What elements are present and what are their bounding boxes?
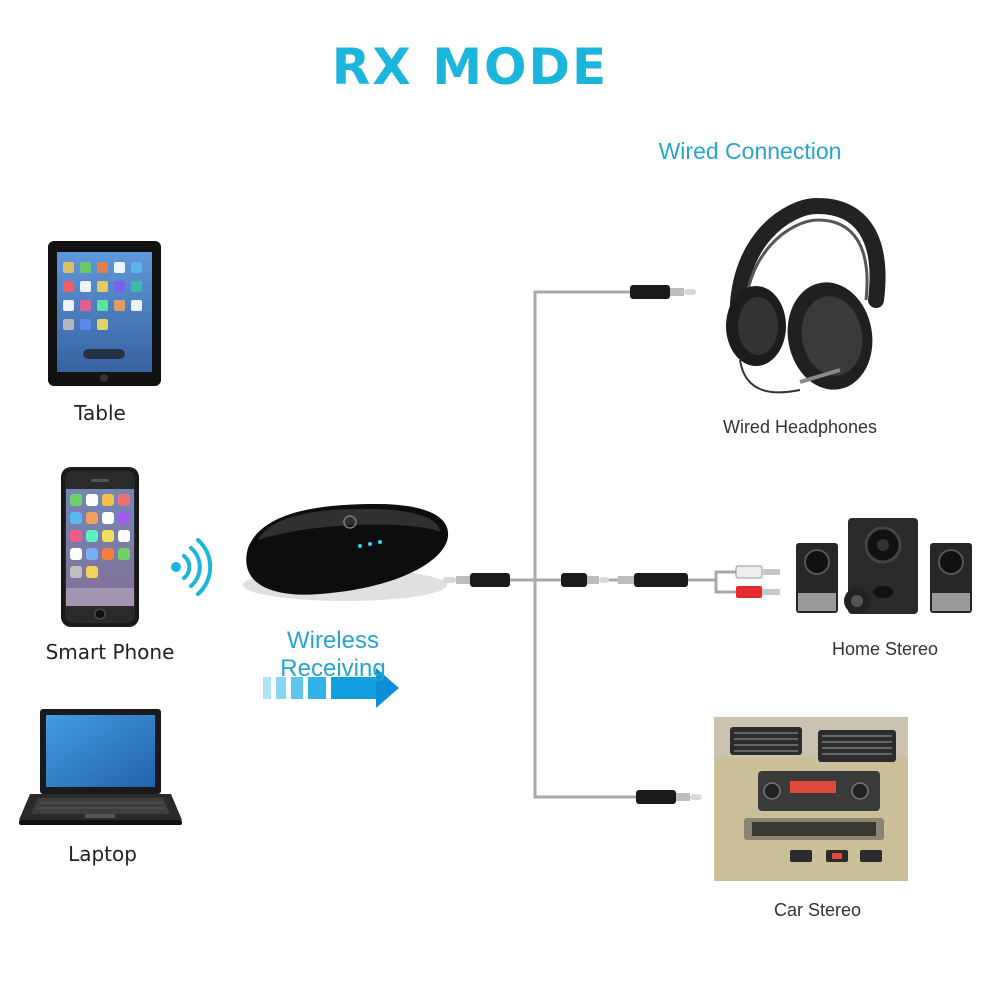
coupler-jack-icon [561, 573, 688, 587]
smartphone-icon [61, 467, 139, 627]
speakers-icon [796, 518, 972, 614]
headphones-label: Wired Headphones [722, 417, 878, 437]
smartphone-label: Smart Phone [45, 640, 175, 664]
car-stereo-jack-icon [636, 790, 702, 804]
bluetooth-receiver-icon [243, 504, 449, 601]
car-stereo-icon [714, 717, 908, 881]
car-stereo-label: Car Stereo [773, 900, 862, 920]
tablet-label: Table [74, 401, 126, 425]
laptop-label: Laptop [68, 842, 137, 866]
headphones-icon [726, 198, 886, 394]
cable-lines [510, 290, 736, 799]
wireless-receiving-label: Wireless Receiving [280, 627, 386, 682]
headphone-jack-icon [630, 285, 696, 299]
laptop-icon [19, 709, 182, 825]
rca-plug-icon [735, 565, 780, 598]
diagram-title: RX MODE [331, 38, 609, 96]
wireless-signal-icon [171, 538, 213, 596]
tablet-icon [48, 241, 161, 386]
receiver-jack-icon [443, 573, 510, 587]
wireless-arrow-icon [263, 668, 399, 708]
home-stereo-label: Home Stereo [831, 639, 939, 659]
wired-connection-label: Wired Connection [658, 138, 842, 164]
